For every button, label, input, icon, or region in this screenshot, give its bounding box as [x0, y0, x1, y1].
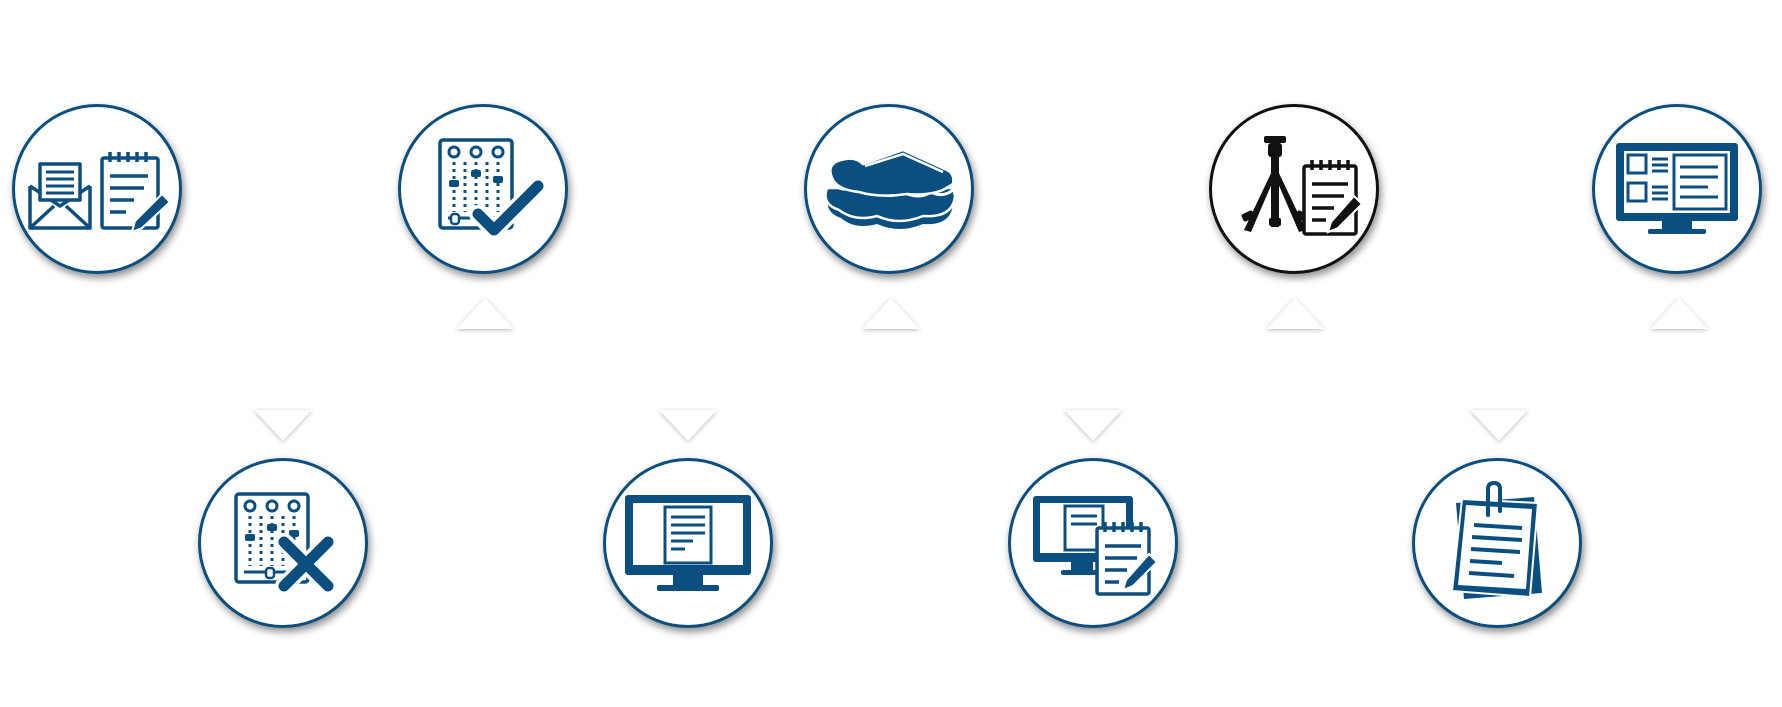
- step-node-monitor-layout: [1592, 104, 1762, 274]
- email-and-notepad-icon: [28, 152, 172, 234]
- arrow-up-marker: [862, 298, 920, 329]
- arrow-up-marker: [1266, 298, 1324, 329]
- monitor-document-icon: [625, 495, 751, 591]
- step-node-email-notepad: [12, 104, 182, 274]
- arrow-down-marker: [1470, 410, 1528, 441]
- sandwich-icon: [824, 148, 957, 229]
- step-node-mixer-rejected: [198, 458, 368, 628]
- mixer-rejected-icon: [234, 492, 337, 595]
- clipped-documents-icon: [1450, 481, 1542, 599]
- step-node-monitor-document: [603, 458, 773, 628]
- arrow-down-marker: [254, 410, 312, 441]
- step-node-tripod-notepad: [1209, 104, 1379, 274]
- arrow-up-marker: [1650, 298, 1708, 329]
- step-node-mixer-approved: [398, 104, 568, 274]
- monitor-and-notepad-icon: [1033, 496, 1159, 596]
- step-node-clipped-documents: [1412, 458, 1582, 628]
- tripod-and-notepad-icon: [1241, 136, 1364, 236]
- arrow-up-marker: [456, 298, 514, 329]
- arrow-down-marker: [659, 410, 717, 441]
- monitor-layout-icon: [1616, 143, 1738, 234]
- arrow-down-marker: [1064, 410, 1122, 441]
- mixer-approved-icon: [438, 138, 547, 243]
- step-node-sandwich: [804, 104, 974, 274]
- step-node-monitor-notepad: [1008, 458, 1178, 628]
